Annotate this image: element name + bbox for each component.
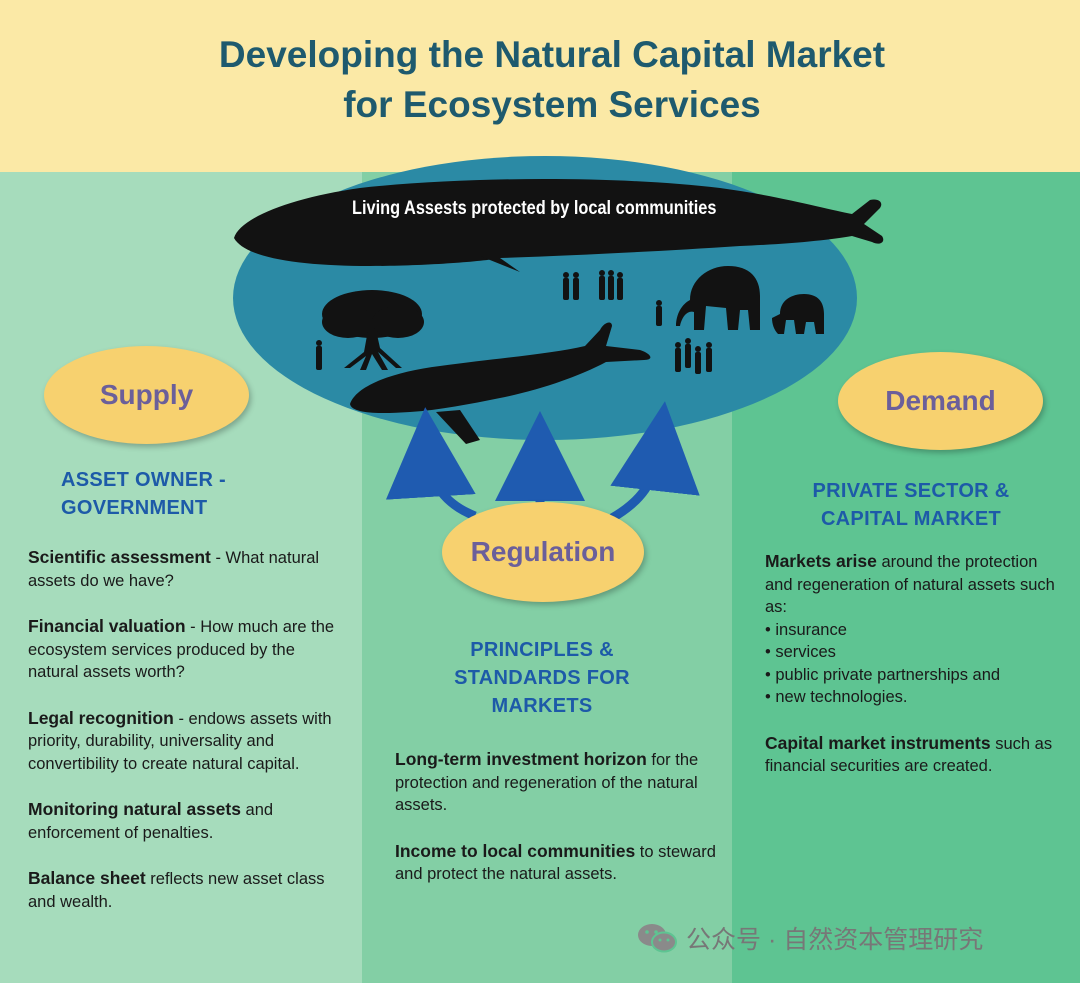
demand-item: Markets arise around the protection and …	[765, 550, 1065, 709]
header-band: Developing the Natural Capital Market fo…	[0, 0, 1080, 172]
living-assets-label: Living Assests protected by local commun…	[352, 198, 717, 219]
regulation-heading-line-3: MARKETS	[491, 695, 593, 717]
supply-item: Monitoring natural assets and enforcemen…	[28, 798, 346, 844]
supply-item-text: - What natural assets do we have?	[28, 549, 320, 590]
regulation-oval: Regulation	[442, 502, 644, 602]
demand-item-title: Markets arise	[765, 551, 877, 571]
supply-heading: ASSET OWNER - GOVERNMENT	[61, 466, 226, 522]
supply-item-title: Monitoring natural assets	[28, 799, 241, 819]
demand-bullet: • services	[765, 643, 836, 661]
supply-item: Financial valuation - How much are the e…	[28, 615, 346, 684]
supply-item-title: Legal recognition	[28, 707, 174, 728]
demand-item: Capital market instruments such as finan…	[765, 732, 1065, 778]
supply-item-text: and enforcement of penalties.	[28, 801, 274, 842]
left-arrow	[385, 407, 477, 521]
regulation-heading-line-1: PRINCIPLES &	[470, 639, 614, 661]
demand-bullet: • public private partnerships and	[765, 665, 1001, 684]
demand-list: Markets arise around the protection and …	[765, 550, 1065, 801]
regulation-item-title: Long-term investment horizon	[395, 749, 647, 769]
demand-heading-line-1: PRIVATE SECTOR &	[812, 480, 1010, 502]
supply-item: Balance sheet reflects new asset class a…	[28, 867, 346, 913]
title-line-2: for Ecosystem Services	[343, 84, 761, 125]
regulation-heading-line-2: STANDARDS FOR	[454, 667, 630, 689]
page-title: Developing the Natural Capital Market fo…	[0, 30, 1080, 130]
supply-item-title: Balance sheet	[28, 868, 146, 888]
supply-item: Legal recognition - endows assets with p…	[28, 707, 346, 776]
demand-bullet: • new technologies.	[765, 688, 908, 706]
regulation-heading: PRINCIPLES & STANDARDS FOR MARKETS	[380, 636, 704, 720]
right-arrow	[609, 401, 700, 522]
regulation-item-text: to steward and protect the natural asset…	[395, 842, 716, 884]
regulation-item-text: for the protection and regeneration of t…	[395, 751, 699, 814]
title-line-1: Developing the Natural Capital Market	[218, 34, 886, 75]
demand-bullet: • insurance	[765, 620, 847, 639]
supply-item-title: Scientific assessment	[28, 547, 211, 567]
supply-item: Scientific assessment - What natural ass…	[28, 546, 346, 592]
demand-item-text: around the protection and regeneration o…	[765, 553, 1055, 616]
supply-heading-line-2: GOVERNMENT	[61, 497, 208, 519]
watermark-text: 公众号 · 自然资本管理研究	[686, 926, 984, 954]
demand-item-title: Capital market instruments	[765, 732, 991, 753]
demand-item-text: such as financial securities are created…	[765, 734, 1053, 776]
demand-oval: Demand	[838, 352, 1043, 450]
wechat-icon	[638, 924, 677, 953]
supply-item-title: Financial valuation	[28, 616, 186, 636]
regulation-item-title: Income to local communities	[395, 840, 636, 861]
supply-item-text: - How much are the ecosystem services pr…	[28, 618, 335, 681]
demand-heading: PRIVATE SECTOR & CAPITAL MARKET	[772, 477, 1050, 533]
supply-item-text: - endows assets with priority, durabilit…	[28, 709, 332, 773]
supply-list: Scientific assessment - What natural ass…	[28, 546, 346, 936]
blue-whale-silhouette-icon	[234, 179, 884, 272]
regulation-item: Long-term investment horizon for the pro…	[395, 748, 717, 817]
elephant-silhouette-icon	[676, 266, 824, 334]
people-silhouette-icon	[316, 270, 712, 374]
mangrove-tree-silhouette-icon	[322, 290, 424, 370]
regulation-list: Long-term investment horizon for the pro…	[395, 748, 717, 909]
regulation-item: Income to local communities to steward a…	[395, 840, 717, 886]
supply-heading-line-1: ASSET OWNER -	[61, 469, 227, 491]
supply-oval: Supply	[44, 346, 249, 444]
watermark: 公众号 · 自然资本管理研究	[636, 920, 983, 956]
supply-item-text: reflects new asset class and wealth.	[28, 870, 325, 911]
demand-heading-line-2: CAPITAL MARKET	[820, 508, 1002, 530]
